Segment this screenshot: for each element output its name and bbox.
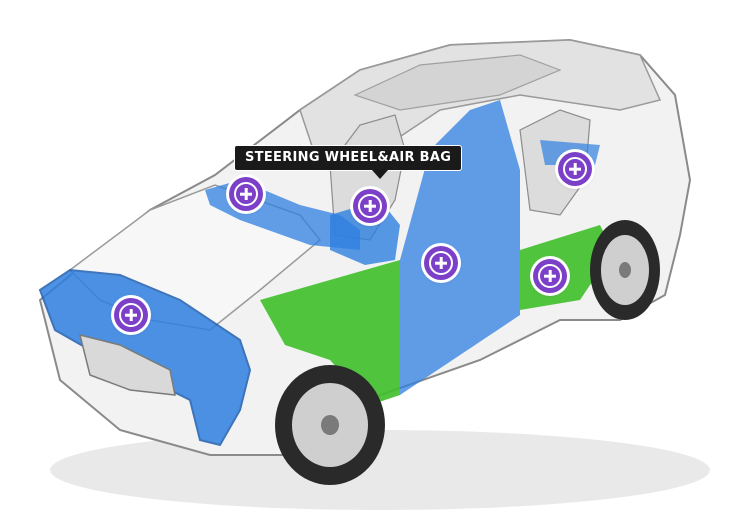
hotspot-center-pillar[interactable] — [424, 246, 458, 280]
tooltip-pointer — [372, 170, 388, 179]
hotspot-rear-pillar[interactable] — [558, 152, 592, 186]
front-wheel — [275, 365, 385, 485]
green-side-panel-front — [260, 260, 400, 405]
plus-circle-icon — [429, 251, 453, 275]
rear-wheel — [590, 220, 660, 320]
plus-circle-icon — [234, 182, 258, 206]
tooltip-label: STEERING WHEEL&AIR BAG — [245, 150, 452, 165]
sunroof — [353, 54, 562, 111]
blue-center-pillar — [400, 100, 520, 395]
plus-circle-icon — [538, 264, 562, 288]
plus-circle-icon — [358, 194, 382, 218]
hotspot-steering-wheel-air-bag[interactable] — [353, 189, 387, 223]
grille — [78, 333, 176, 396]
hotspot-roof-rail[interactable] — [229, 177, 263, 211]
plus-circle-icon — [119, 303, 143, 327]
part-tooltip: STEERING WHEEL&AIR BAG — [235, 146, 462, 179]
plus-circle-icon — [563, 157, 587, 181]
hotspot-front-end-module[interactable] — [114, 298, 148, 332]
hotspot-rear-door[interactable] — [533, 259, 567, 293]
